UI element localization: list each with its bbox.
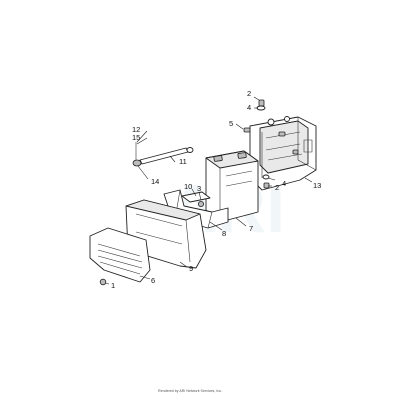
battery-pad <box>181 191 211 207</box>
trim-panel <box>89 227 151 283</box>
hardware <box>243 99 270 189</box>
battery-tray <box>249 116 317 191</box>
callout-4-top: 4 <box>247 103 251 112</box>
callout-10: 10 <box>184 182 192 191</box>
leader-lines <box>104 96 313 285</box>
callout-4-bottom: 4 <box>282 179 286 188</box>
screw-1 <box>99 278 107 286</box>
footer-credit: Rendered by ARI Network Services, Inc. <box>158 389 222 393</box>
callout-1: 1 <box>111 281 115 290</box>
callout-2-bottom: 2 <box>275 183 279 192</box>
callout-12: 12 <box>132 125 140 134</box>
callout-13: 13 <box>313 181 321 190</box>
callout-3: 3 <box>197 184 201 193</box>
callout-9: 9 <box>189 264 193 273</box>
battery-cable <box>132 142 194 167</box>
callout-2-top: 2 <box>247 89 251 98</box>
callout-15: 15 <box>132 133 140 142</box>
callout-7: 7 <box>249 224 253 233</box>
callout-6: 6 <box>151 276 155 285</box>
callout-11: 11 <box>179 157 187 166</box>
callout-5: 5 <box>229 119 233 128</box>
callout-14: 14 <box>151 177 159 186</box>
callout-8: 8 <box>222 229 226 238</box>
battery <box>205 150 259 223</box>
